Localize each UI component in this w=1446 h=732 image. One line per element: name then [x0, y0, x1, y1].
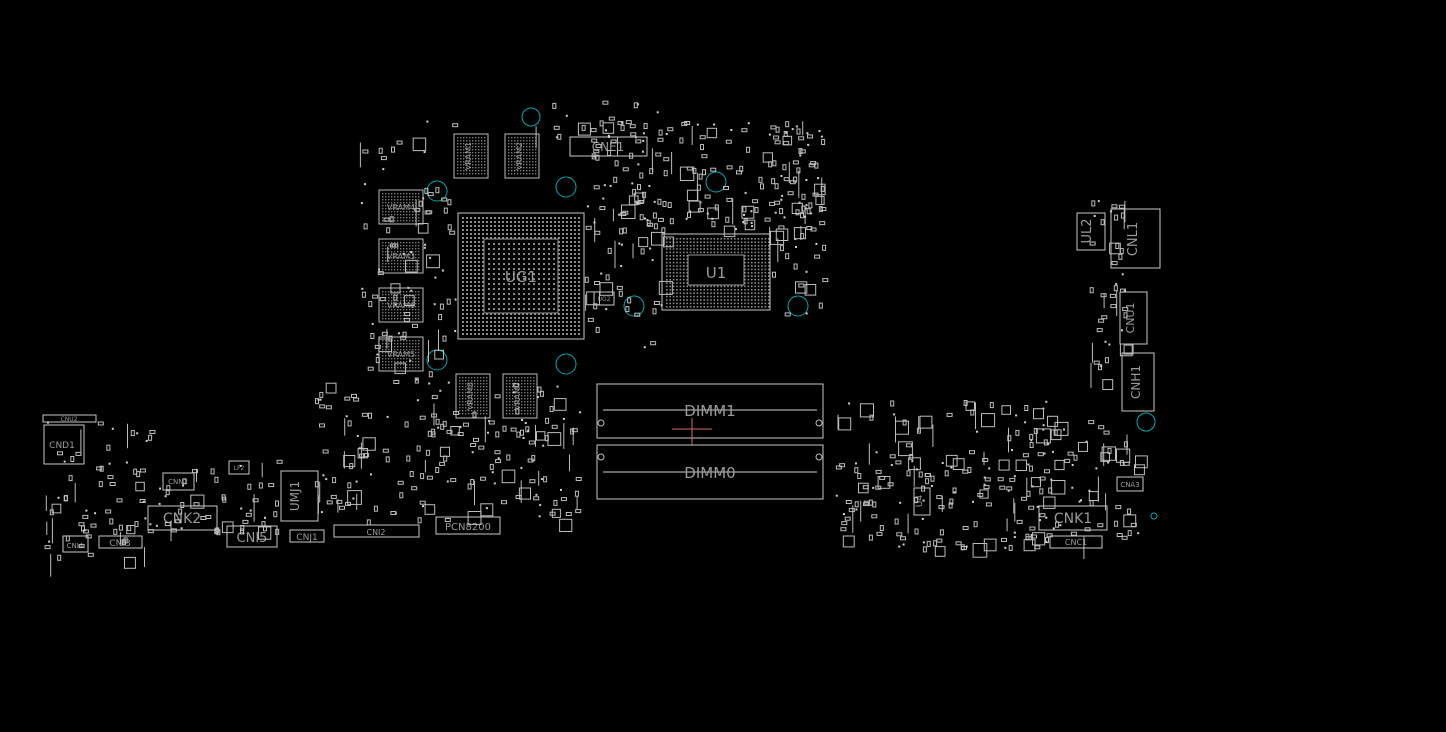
cnl1-label: CNL1 [1126, 222, 1141, 256]
mounting-holes [426, 107, 1158, 520]
vram2-chip[interactable]: VRAM2 [504, 133, 540, 179]
vram3-label: VRAM3 [387, 252, 415, 261]
ug2-part[interactable]: UG2 [593, 291, 615, 306]
umj1-connector[interactable]: UMJ1 [280, 470, 319, 522]
dimm0-label: DIMM0 [684, 464, 735, 482]
mounting-hole [426, 180, 448, 202]
cnj1-label: CNJ1 [296, 533, 317, 543]
dimm1-label: DIMM1 [684, 402, 735, 420]
u1-cpu-chip[interactable]: U1 [661, 233, 771, 311]
vram3-chip[interactable]: VRAM3 [378, 238, 424, 274]
u4-label: U4 [915, 495, 925, 508]
cnc1-connector[interactable]: CNC1 [1049, 535, 1103, 549]
ug1-gpu-chip[interactable]: UG1 [457, 212, 585, 340]
lf2-label: LF2 [234, 465, 245, 472]
vram6-label: VRAM6 [387, 301, 415, 310]
cnu2-connector[interactable]: CNU2 [42, 414, 97, 423]
ul2-chip[interactable]: UL2 [1076, 212, 1106, 251]
vram7-chip[interactable]: VRAM7 [502, 373, 538, 419]
cnk2-connector[interactable]: CNK2 [147, 505, 218, 531]
vram1-label: VRAM1 [464, 142, 473, 170]
ug1-inner-grid [488, 243, 555, 310]
cnn2-connector[interactable]: CNN2 [162, 472, 195, 491]
mounting-hole [1136, 412, 1156, 432]
mounting-hole [555, 176, 577, 198]
cni2-label: CNI2 [366, 528, 385, 537]
pcn8200-label: PCN8200 [445, 522, 491, 533]
cni5-label: CNI5 [237, 531, 268, 546]
cnk2-label: CNK2 [163, 511, 201, 527]
cna3-label: CNA3 [1120, 481, 1139, 489]
vram6-chip[interactable]: VRAM6 [378, 287, 424, 323]
cnc1-label: CNC1 [1065, 538, 1087, 547]
ul2-label: UL2 [1080, 218, 1095, 243]
smd-components [44, 100, 1148, 577]
mounting-hole [521, 107, 541, 127]
vram2-label: VRAM2 [515, 142, 524, 170]
dimm0-slot[interactable]: DIMM0 [596, 444, 824, 500]
cnl1-connector[interactable]: CNL1 [1110, 208, 1161, 269]
vram1-chip[interactable]: VRAM1 [453, 133, 489, 179]
cnn2-label: CNN2 [168, 478, 188, 486]
cni2-connector[interactable]: CNI2 [333, 524, 420, 538]
mounting-hole [787, 295, 809, 317]
cnj1-connector[interactable]: CNJ1 [289, 529, 325, 543]
mounting-hole [426, 349, 448, 371]
vram-group: VRAM1 VRAM2 VRAM4 VRAM3 VRAM6 VRAM5 [378, 133, 540, 419]
cnk1-label: CNK1 [1054, 511, 1092, 527]
vram8-chip[interactable]: VRAM8 [455, 373, 491, 419]
crosshair-cursor-icon [672, 418, 712, 446]
umj1-label: UMJ1 [288, 481, 302, 511]
cni5-connector[interactable]: CNI5 [226, 525, 278, 548]
u1-label: U1 [706, 264, 727, 282]
u4-chip[interactable]: U4 [913, 487, 931, 516]
cnh1-connector[interactable]: CNH1 [1121, 352, 1155, 412]
mounting-hole [555, 353, 577, 375]
vram5-label: VRAM5 [387, 350, 415, 359]
cnu2-label: CNU2 [61, 416, 78, 423]
mounting-hole [623, 295, 645, 317]
ug2-label: UG2 [598, 296, 611, 303]
vram8-label: VRAM8 [466, 382, 475, 410]
cnk1-connector[interactable]: CNK1 [1038, 505, 1108, 531]
vram5-chip[interactable]: VRAM5 [378, 336, 424, 372]
lf2-part[interactable]: LF2 [228, 460, 250, 475]
cni4-connector[interactable]: CNI4 [62, 535, 89, 553]
cna3-connector[interactable]: CNA3 [1116, 476, 1144, 492]
mounting-hole [1150, 512, 1158, 520]
dimm1-slot[interactable]: DIMM1 [596, 383, 824, 439]
vram7-label: VRAM7 [513, 382, 522, 410]
ug1-label: UG1 [505, 268, 537, 286]
cnd1-label: CND1 [49, 441, 75, 451]
cni4-label: CNI4 [67, 542, 84, 550]
cnh1-label: CNH1 [1129, 365, 1143, 399]
mounting-hole [705, 171, 727, 193]
vram4-label: VRAM4 [387, 203, 415, 212]
cnd1-connector[interactable]: CND1 [43, 424, 85, 465]
